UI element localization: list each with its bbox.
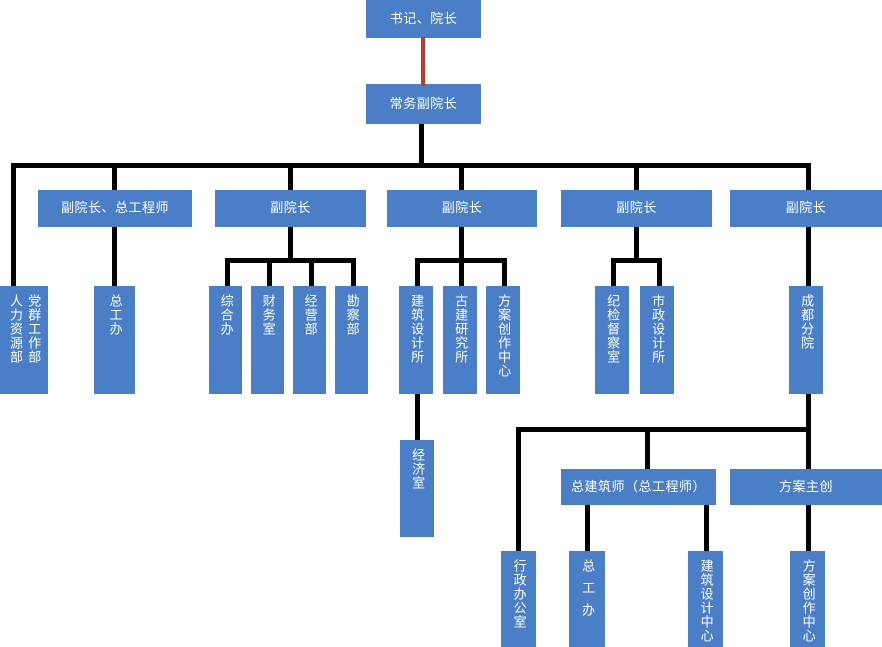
connector-vp4-d1 — [611, 258, 616, 286]
node-operations-dept[interactable]: 经营部 — [293, 286, 326, 394]
node-discipline-inspection-office-label: 纪检督察室 — [605, 294, 621, 364]
connector-vp3-down — [459, 227, 464, 260]
node-vp-4-label: 副院长 — [616, 200, 657, 216]
node-general-office-label: 综合办 — [218, 294, 234, 336]
connector-vp2-d1 — [225, 258, 230, 286]
connector-vp3-d3 — [502, 258, 507, 286]
node-chief-architect[interactable]: 总建筑师（总工程师） — [561, 469, 716, 505]
connector-vp4-down — [634, 227, 639, 260]
connector-chengdu-to-schemelead — [806, 427, 811, 469]
connector-vp4-bus — [611, 258, 662, 263]
node-vp-5[interactable]: 副院长 — [730, 190, 882, 227]
node-scheme-creation-center-chengdu-label: 方案创作中心 — [800, 559, 816, 643]
connector-vpce-to-ceoffice — [112, 227, 117, 286]
connector-bus-to-vp-5 — [806, 163, 811, 191]
node-municipal-design-institute[interactable]: 市政设计所 — [640, 286, 674, 394]
connector-root-to-exec — [421, 37, 425, 86]
connector-vp5-to-chengdu — [806, 227, 811, 286]
node-survey-dept[interactable]: 勘察部 — [335, 286, 368, 394]
node-vp-chief-engineer-label: 副院长、总工程师 — [60, 200, 169, 216]
node-ancient-architecture-institute-label: 古建研究所 — [453, 294, 469, 364]
node-vp-chief-engineer[interactable]: 副院长、总工程师 — [38, 190, 192, 227]
node-general-office[interactable]: 综合办 — [209, 286, 242, 394]
node-architecture-institute-label: 建筑设计所 — [409, 294, 425, 364]
connector-vp4-d2 — [657, 258, 662, 286]
node-vp-2-label: 副院长 — [270, 200, 311, 216]
node-root[interactable]: 书记、院长 — [366, 0, 481, 38]
node-root-label: 书记、院长 — [389, 10, 458, 26]
connector-vp2-down — [288, 227, 293, 260]
node-hr-and-party[interactable]: 人力资源部 党群工作部 — [0, 286, 48, 394]
connector-bus-to-hr — [11, 163, 16, 286]
node-chief-engineer-office-label: 总工办 — [107, 294, 123, 336]
node-chief-engineer-office-chengdu[interactable]: 总工办 — [569, 551, 605, 647]
node-discipline-inspection-office[interactable]: 纪检督察室 — [595, 286, 629, 394]
node-scheme-creation-center[interactable]: 方案创作中心 — [486, 286, 520, 394]
connector-chiefarch-to-archcenter — [704, 505, 709, 551]
node-scheme-lead-label: 方案主创 — [778, 478, 833, 494]
node-municipal-design-institute-label: 市政设计所 — [650, 294, 666, 364]
connector-bus-to-vp-2 — [288, 163, 293, 191]
connector-vp3-d1 — [415, 258, 420, 286]
node-scheme-lead[interactable]: 方案主创 — [730, 469, 882, 505]
node-ancient-architecture-institute[interactable]: 古建研究所 — [443, 286, 477, 394]
node-exec-vp[interactable]: 常务副院长 — [366, 84, 481, 124]
node-vp-4[interactable]: 副院长 — [561, 190, 712, 227]
node-scheme-creation-center-label: 方案创作中心 — [496, 294, 512, 378]
connector-vp2-d4 — [351, 258, 356, 286]
connector-chengdu-to-chiefarch — [645, 427, 650, 469]
node-chief-engineer-office[interactable]: 总工办 — [94, 286, 135, 394]
connector-exec-down — [419, 124, 424, 166]
connector-vp2-d2 — [267, 258, 272, 286]
node-architecture-design-center-label: 建筑设计中心 — [698, 559, 714, 643]
node-finance-office[interactable]: 财务室 — [251, 286, 284, 394]
connector-bus-to-vp-4 — [634, 163, 639, 191]
node-vp-3-label: 副院长 — [441, 200, 483, 216]
connector-archinst-to-economics — [415, 394, 420, 440]
node-chief-architect-label: 总建筑师（总工程师） — [570, 478, 706, 494]
connector-vp-bus — [11, 163, 811, 168]
node-survey-dept-label: 勘察部 — [344, 294, 360, 336]
node-chengdu-branch[interactable]: 成都分院 — [789, 286, 823, 394]
connector-chengdu-down — [806, 394, 811, 430]
node-administrative-office[interactable]: 行政办公室 — [501, 551, 536, 647]
node-scheme-creation-center-chengdu[interactable]: 方案创作中心 — [790, 551, 825, 647]
connector-chiefarch-to-ceoffice2 — [585, 505, 590, 551]
connector-chengdu-bus — [516, 427, 811, 432]
node-economics-office-label: 经济室 — [410, 448, 426, 490]
node-vp-2[interactable]: 副院长 — [215, 190, 366, 227]
node-hr-label: 人力资源部 — [8, 294, 23, 364]
connector-schemelead-to-schemecenter — [806, 505, 811, 551]
node-economics-office[interactable]: 经济室 — [400, 440, 434, 537]
node-chief-engineer-office-chengdu-label: 总工办 — [580, 559, 596, 625]
node-administrative-office-label: 行政办公室 — [511, 559, 527, 629]
connector-bus-to-vp-3 — [459, 163, 464, 191]
node-architecture-design-center[interactable]: 建筑设计中心 — [688, 551, 723, 647]
node-chengdu-branch-label: 成都分院 — [799, 294, 815, 350]
connector-chengdu-to-admin — [516, 427, 521, 551]
node-architecture-institute[interactable]: 建筑设计所 — [399, 286, 433, 394]
node-finance-office-label: 财务室 — [260, 294, 276, 336]
connector-vp2-bus — [225, 258, 356, 263]
node-party-work-label: 党群工作部 — [26, 294, 42, 364]
node-vp-5-label: 副院长 — [785, 200, 827, 216]
connector-bus-to-vp-ce — [112, 163, 117, 191]
node-vp-3[interactable]: 副院长 — [387, 190, 537, 227]
connector-vp3-d2 — [459, 258, 464, 286]
node-exec-vp-label: 常务副院长 — [389, 95, 458, 111]
connector-vp2-d3 — [309, 258, 314, 286]
node-operations-dept-label: 经营部 — [302, 294, 318, 336]
